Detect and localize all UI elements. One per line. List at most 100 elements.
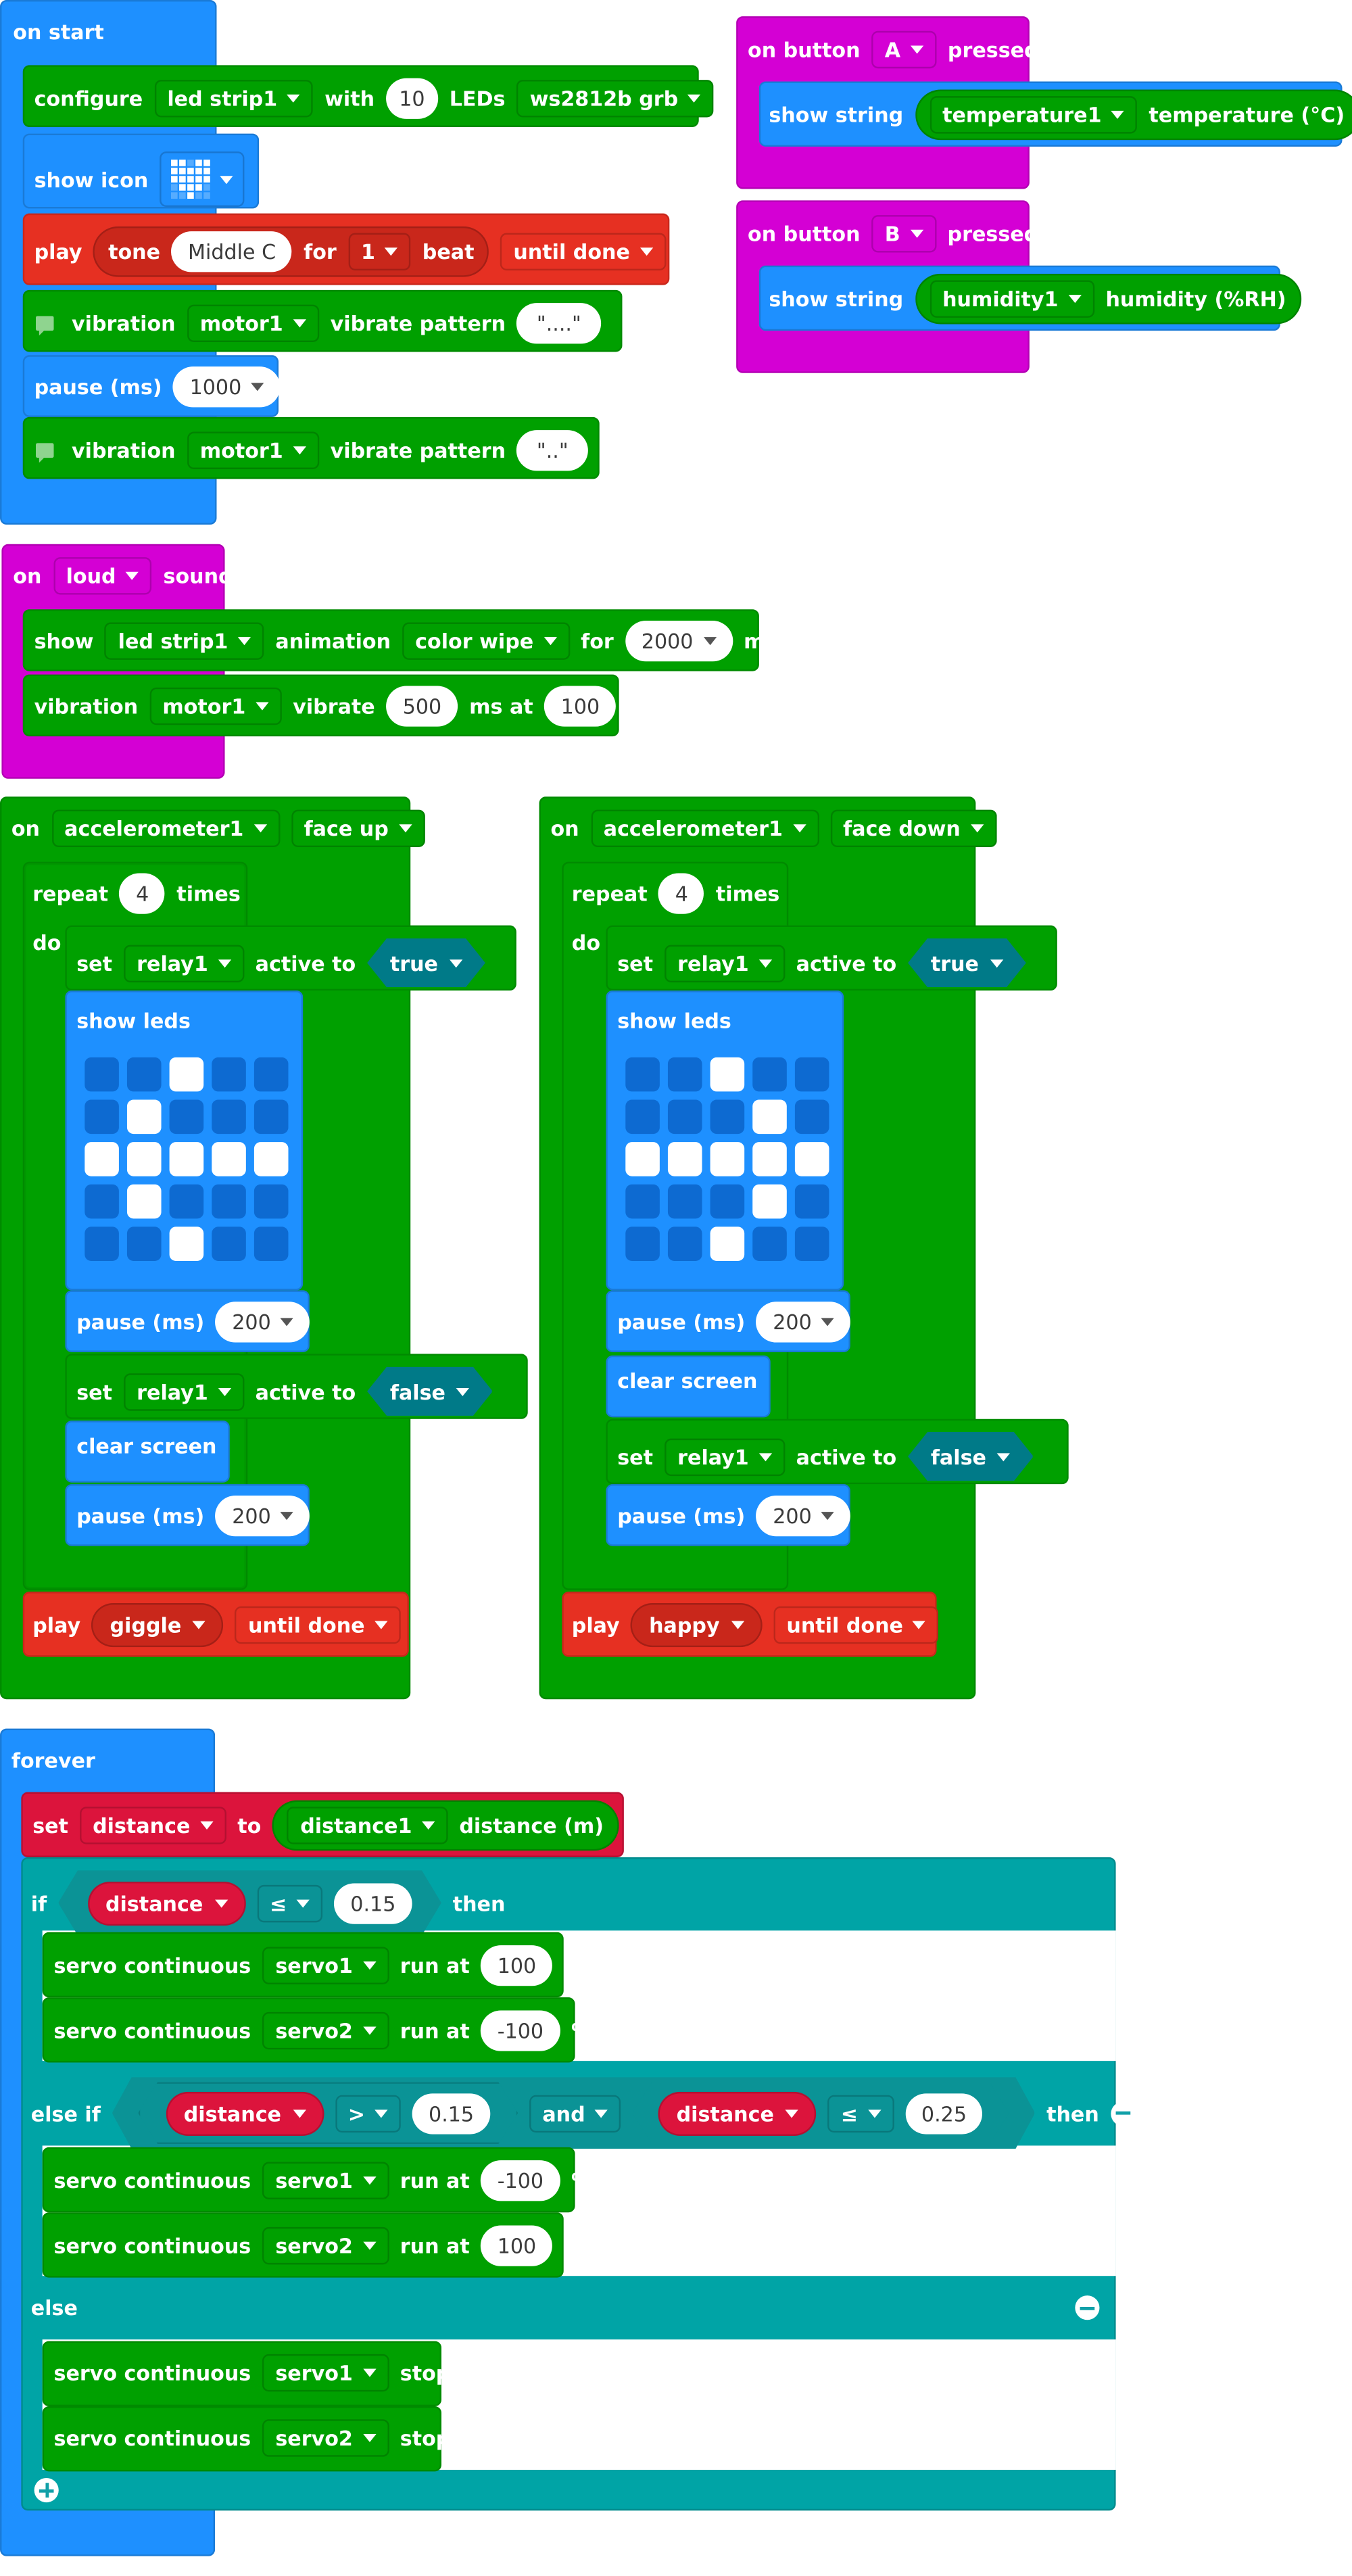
strip-dropdown[interactable]: led strip1 [105,622,264,660]
servo-dropdown[interactable]: servo1 [262,1947,389,1984]
servo-dropdown[interactable]: servo2 [262,2011,389,2050]
variable-dropdown[interactable]: distance [166,2091,323,2135]
led-type-dropdown[interactable]: ws2812b grb [516,80,715,118]
led-grid[interactable] [84,1057,289,1262]
variable-dropdown[interactable]: distance [658,2091,816,2135]
led-cell-on[interactable] [710,1057,745,1092]
and-block[interactable]: distance > 0.15 and distance ≤ 0.25 [112,2077,1036,2149]
led-cell-on[interactable] [254,1142,289,1176]
led-cell-on[interactable] [752,1099,787,1135]
led-cell-off[interactable] [84,1099,119,1135]
button-dropdown[interactable]: B [871,215,936,253]
led-cell-on[interactable] [169,1057,204,1092]
led-cell-on[interactable] [667,1142,702,1176]
led-cell-off[interactable] [625,1099,660,1135]
speed-input[interactable]: -100 [481,2010,560,2051]
relay-dropdown[interactable]: relay1 [123,1373,244,1410]
remove-branch-icon[interactable] [1110,2101,1135,2126]
led-count-input[interactable]: 10 [385,78,438,119]
operator-dropdown[interactable]: > [335,2095,402,2132]
led-cell-on[interactable] [212,1142,246,1176]
humidity-sensor-dropdown[interactable]: humidity1 [929,280,1094,318]
repeat-count-input[interactable]: 4 [658,873,705,914]
led-cell-off[interactable] [794,1099,829,1135]
led-cell-off[interactable] [169,1184,204,1219]
led-cell-off[interactable] [169,1099,204,1135]
accelerometer-dropdown[interactable]: accelerometer1 [51,809,280,847]
comparison-block[interactable]: distance > 0.15 [138,2082,518,2144]
logic-operator-dropdown[interactable]: and [529,2095,621,2132]
comparison-block[interactable]: distance ≤ 0.15 [58,1870,441,1935]
vibrate-duration-input[interactable]: 500 [386,686,458,727]
led-cell-off[interactable] [84,1057,119,1092]
clear-screen-block[interactable] [65,1421,230,1483]
pause-value-input[interactable]: 200 [756,1302,851,1343]
led-cell-off[interactable] [667,1184,702,1219]
pause-value-input[interactable]: 200 [216,1496,310,1537]
led-cell-off[interactable] [84,1184,119,1219]
variable-dropdown[interactable]: distance [79,1807,226,1844]
motor-dropdown[interactable]: motor1 [187,304,319,343]
sound-dropdown[interactable]: happy [631,1603,763,1648]
led-cell-off[interactable] [212,1057,246,1092]
pattern-input[interactable]: "...." [516,303,601,344]
led-cell-on[interactable] [84,1142,119,1176]
led-cell-off[interactable] [794,1184,829,1219]
pause-value-input[interactable]: 1000 [173,366,281,408]
operator-dropdown[interactable]: ≤ [827,2095,894,2132]
led-cell-off[interactable] [794,1057,829,1092]
threshold-input[interactable]: 0.15 [334,1882,412,1923]
led-cell-on[interactable] [752,1142,787,1176]
servo-dropdown[interactable]: servo2 [262,2419,389,2457]
boolean-dropdown[interactable]: false [367,1367,493,1416]
beats-dropdown[interactable]: 1 [347,233,411,270]
icon-dropdown[interactable] [160,151,245,208]
led-cell-off[interactable] [625,1184,660,1219]
temperature-sensor-dropdown[interactable]: temperature1 [929,96,1138,134]
sound-dropdown[interactable]: giggle [91,1603,224,1648]
threshold-input[interactable]: 0.15 [412,2093,490,2133]
servo-dropdown[interactable]: servo2 [262,2226,389,2265]
relay-dropdown[interactable]: relay1 [123,944,244,982]
boolean-dropdown[interactable]: false [908,1432,1034,1481]
speed-input[interactable]: 100 [481,2225,553,2266]
boolean-dropdown[interactable]: true [908,938,1026,987]
add-branch-icon[interactable] [34,2478,59,2503]
relay-dropdown[interactable]: relay1 [664,1437,785,1475]
repeat-count-input[interactable]: 4 [120,873,166,914]
led-cell-off[interactable] [667,1226,702,1262]
led-cell-off[interactable] [625,1057,660,1092]
play-mode-dropdown[interactable]: until done [773,1606,939,1644]
speed-input[interactable]: 100 [481,1945,553,1986]
threshold-input[interactable]: 0.25 [905,2093,983,2133]
led-cell-on[interactable] [794,1142,829,1176]
led-cell-off[interactable] [212,1099,246,1135]
led-cell-off[interactable] [752,1057,787,1092]
led-cell-off[interactable] [667,1099,702,1135]
led-cell-off[interactable] [254,1057,289,1092]
pattern-input[interactable]: ".." [516,430,588,471]
led-cell-off[interactable] [752,1226,787,1262]
led-cell-off[interactable] [254,1099,289,1135]
led-cell-off[interactable] [254,1184,289,1219]
play-mode-dropdown[interactable]: until done [235,1606,401,1644]
servo-dropdown[interactable]: servo1 [262,2354,389,2392]
led-cell-off[interactable] [625,1226,660,1262]
animation-dropdown[interactable]: color wipe [402,622,570,660]
strip-dropdown[interactable]: led strip1 [154,80,314,118]
clear-screen-block[interactable] [606,1355,771,1418]
motor-dropdown[interactable]: motor1 [187,431,319,469]
led-cell-on[interactable] [126,1142,162,1176]
boolean-dropdown[interactable]: true [367,938,485,987]
led-cell-on[interactable] [752,1184,787,1219]
led-cell-on[interactable] [710,1142,745,1176]
button-dropdown[interactable]: A [871,30,937,69]
vibrate-level-input[interactable]: 100 [544,686,617,727]
sound-level-dropdown[interactable]: loud [53,557,152,595]
led-cell-on[interactable] [169,1226,204,1262]
comparison-block[interactable]: distance ≤ 0.25 [633,2082,1009,2144]
vibrate-block[interactable] [22,674,619,737]
variable-dropdown[interactable]: distance [87,1881,245,1925]
led-cell-off[interactable] [794,1226,829,1262]
play-mode-dropdown[interactable]: until done [500,233,666,270]
